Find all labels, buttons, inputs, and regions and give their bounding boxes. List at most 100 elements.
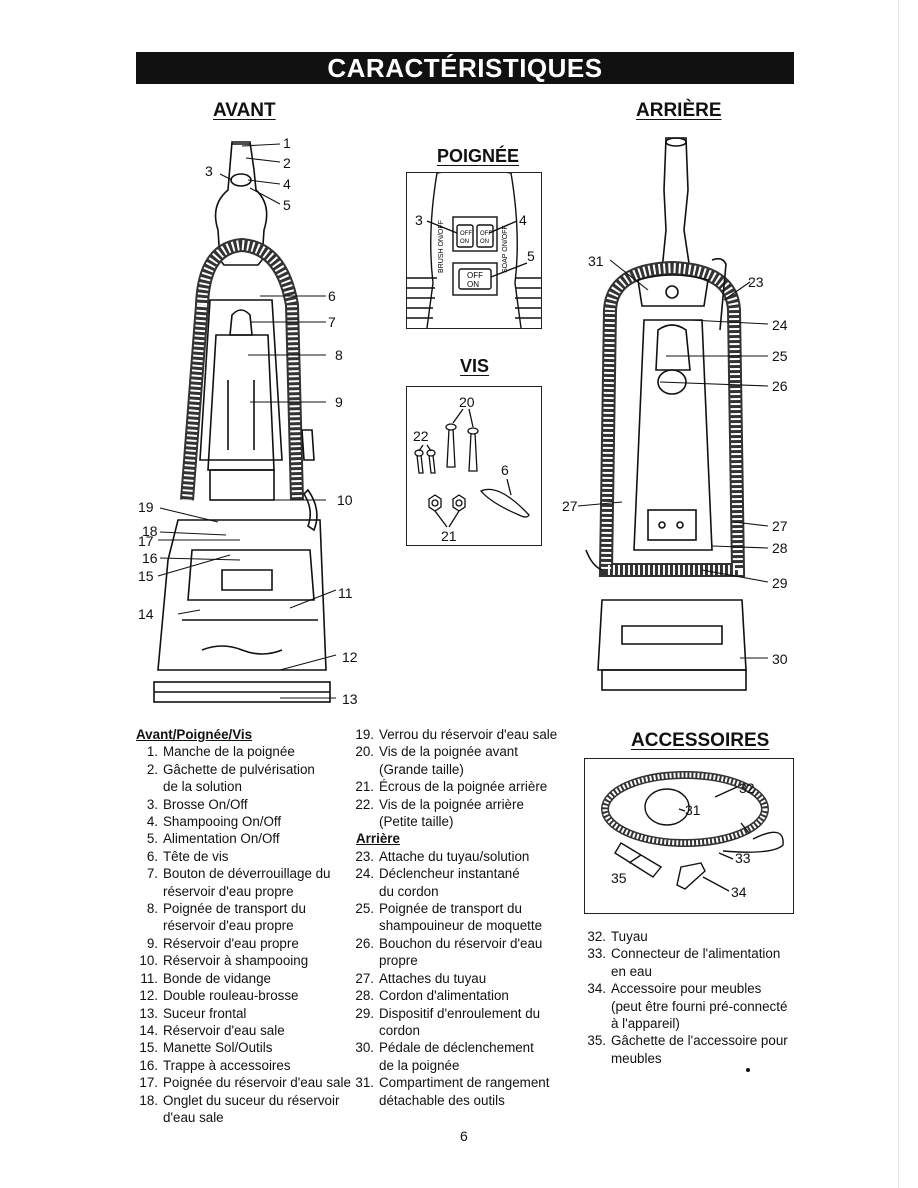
list-item-text: Manette Sol/Outils — [163, 1040, 273, 1056]
back-callout-26: 26 — [772, 378, 788, 394]
list-item: réservoir d'eau propre — [136, 917, 356, 934]
screw-callout-21: 21 — [441, 528, 457, 544]
list-item-number: 23. — [355, 848, 374, 864]
list-item: 31.Compartiment de rangement — [352, 1074, 572, 1091]
handle-callout-4: 4 — [519, 212, 527, 228]
list-item-number: 11. — [140, 970, 158, 986]
list-item-number: 4. — [146, 814, 158, 830]
callout-18: 18 — [142, 523, 158, 539]
list-item-number: 1. — [146, 744, 158, 760]
screw-callout-6: 6 — [501, 462, 509, 478]
page-number: 6 — [460, 1128, 468, 1144]
list-item: (Grande taille) — [352, 761, 572, 778]
list-item-number — [136, 883, 163, 900]
callout-8: 8 — [335, 347, 343, 363]
callout-16: 16 — [142, 550, 158, 566]
list-item: en eau — [584, 963, 804, 980]
list-item-text: Bouton de déverrouillage du — [163, 866, 331, 882]
list-item-number — [352, 761, 379, 778]
list-item-number: 17. — [139, 1075, 158, 1091]
list-item-number: 18. — [139, 1092, 158, 1108]
accessory-callout-33: 33 — [735, 850, 751, 866]
accessory-callout-32: 32 — [739, 780, 755, 796]
list-item-number: 31. — [355, 1075, 374, 1091]
list-item: 13.Suceur frontal — [136, 1005, 356, 1022]
list-item-text: réservoir d'eau propre — [163, 918, 294, 934]
list-item-number: 28. — [355, 988, 374, 1004]
list-item-text: Verrou du réservoir d'eau sale — [379, 727, 558, 742]
back-callout-29: 29 — [772, 575, 788, 591]
page-edge-line — [898, 0, 899, 1188]
list-item: 10.Réservoir à shampooing — [136, 952, 356, 969]
list-item: du cordon — [352, 883, 572, 900]
callout-14: 14 — [138, 606, 154, 622]
list-item-number: 19. — [355, 727, 374, 742]
list-item-text: propre — [379, 953, 418, 969]
list-item-number: 8. — [146, 901, 158, 917]
callout-3: 3 — [205, 163, 213, 179]
list-item-text: Déclencheur instantané — [379, 866, 520, 882]
brush-on-label: ON — [460, 239, 469, 245]
screws-detail-box: 20 22 6 21 — [406, 386, 542, 546]
list-item: 27.Attaches du tuyau — [352, 970, 572, 987]
list-item-number — [584, 998, 611, 1015]
list-item-text: meubles — [611, 1050, 662, 1066]
section-title-arriere: ARRIÈRE — [636, 100, 722, 121]
list-item-text: Shampooing On/Off — [163, 814, 282, 830]
callout-13: 13 — [342, 691, 358, 707]
list-item: 28.Cordon d'alimentation — [352, 987, 572, 1004]
list-item: 24.Déclencheur instantané — [352, 865, 572, 882]
soap-on-label: ON — [480, 239, 489, 245]
accessory-callout-31: 31 — [685, 802, 701, 818]
list-item-text: Vis de la poignée avant — [379, 744, 518, 760]
list-item: 8.Poignée de transport du — [136, 900, 356, 917]
list-item-text: Pédale de déclenchement — [379, 1040, 534, 1056]
power-off-label: OFF — [467, 271, 483, 280]
list-item: 35.Gâchette de l'accessoire pour — [584, 1032, 804, 1049]
list-item-text: Gâchette de pulvérisation — [163, 761, 315, 777]
list-item-number: 25. — [355, 901, 374, 917]
list-item: 26.Bouchon du réservoir d'eau — [352, 935, 572, 952]
list-item: 12.Double rouleau-brosse — [136, 987, 356, 1004]
list-item-number: 26. — [355, 935, 374, 951]
list-item: 4. Shampooing On/Off — [136, 813, 356, 830]
callout-10: 10 — [337, 492, 353, 508]
list-item-text: Tuyau — [611, 929, 648, 944]
list-item-number — [584, 1015, 611, 1032]
callout-4: 4 — [283, 176, 291, 192]
list-item-number — [136, 1109, 163, 1126]
callout-7: 7 — [328, 314, 336, 330]
list-item-number: 14. — [139, 1022, 158, 1038]
front-view-callouts: 1 2 3 4 5 6 7 8 9 10 11 12 13 14 15 16 1… — [138, 135, 358, 707]
list-item: 32.Tuyau — [584, 928, 804, 945]
list-item: cordon — [352, 1022, 572, 1039]
list-item-number: 3. — [146, 796, 158, 812]
list-item-number — [352, 952, 379, 969]
list-item: 23.Attache du tuyau/solution — [352, 848, 572, 865]
list-item-number: 15. — [139, 1040, 158, 1056]
list-item: 25.Poignée de transport du — [352, 900, 572, 917]
list-item: 33.Connecteur de l'alimentation — [584, 945, 804, 962]
list-item-text: Vis de la poignée arrière — [379, 796, 524, 812]
list-item-text: Connecteur de l'alimentation — [611, 946, 781, 962]
list-item: de la poignée — [352, 1057, 572, 1074]
list-item-number — [352, 1092, 379, 1109]
list-item-text: Tête de vis — [163, 848, 229, 864]
list-item-text: de la solution — [163, 779, 242, 795]
list-item-number: 22. — [355, 796, 374, 812]
list-item: d'eau sale — [136, 1109, 356, 1126]
list-item-number — [352, 883, 379, 900]
list-item: 30.Pédale de déclenchement — [352, 1039, 572, 1056]
list-item-number — [584, 963, 611, 980]
callout-5: 5 — [283, 197, 291, 213]
brush-onoff-label: BRUSH ON/OFF — [438, 220, 445, 273]
parts-list-back-heading: Arrière — [356, 831, 400, 847]
callout-19: 19 — [138, 499, 154, 515]
list-item-number: 5. — [146, 831, 158, 847]
list-item: propre — [352, 952, 572, 969]
handle-detail-illustration: BRUSH ON/OFF SOAP ON/OFF OFF ON OFF ON O… — [407, 169, 541, 329]
list-item: 6.Tête de vis — [136, 848, 356, 865]
list-item: 7.Bouton de déverrouillage du — [136, 865, 356, 882]
list-item-number: 13. — [139, 1005, 158, 1021]
back-callout-24: 24 — [772, 317, 788, 333]
